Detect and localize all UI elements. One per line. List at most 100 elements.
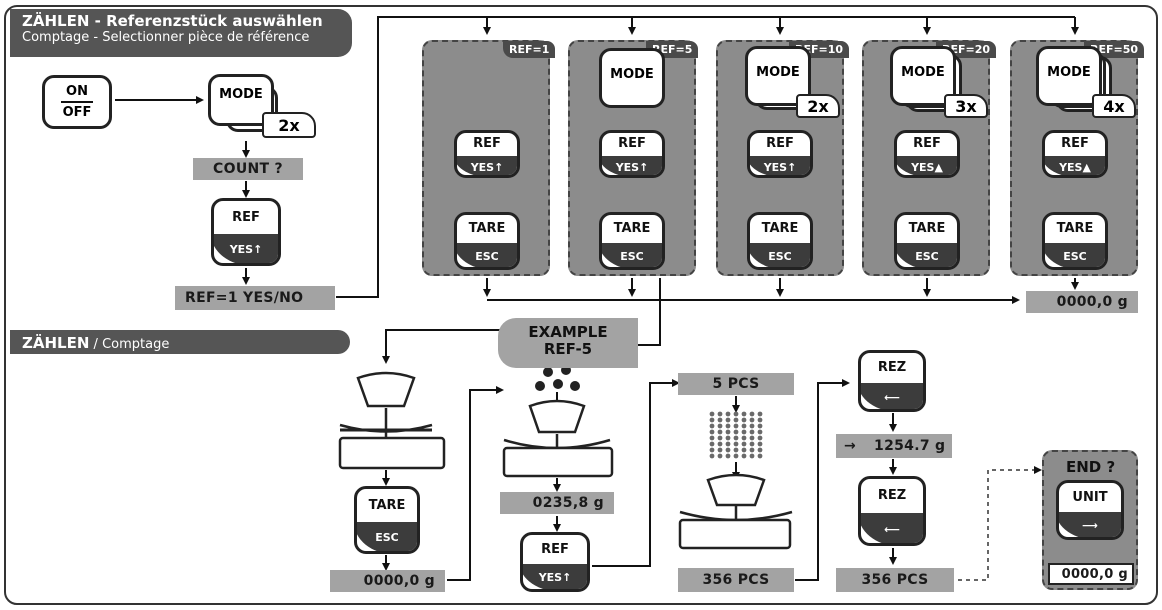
on-off-divider	[61, 101, 93, 103]
ref-key-ref50[interactable]: REF YES▲	[1042, 130, 1108, 178]
header-count-fr: Comptage	[102, 337, 170, 352]
esc-label-ref1: ESC	[457, 242, 517, 267]
piece-dot	[717, 435, 723, 441]
piece-dot	[741, 411, 747, 417]
tare-label-bottom: TARE	[368, 497, 406, 513]
piece-dot	[725, 435, 731, 441]
arrow-dotted-end	[958, 466, 1042, 581]
example-line1: EXAMPLE	[528, 323, 608, 341]
yes-label-left: YES↑	[214, 233, 278, 263]
rez-arrow-2: ⟵	[861, 512, 923, 543]
piece-dot	[725, 411, 731, 417]
tare-key-ref10[interactable]: TARE ESC	[747, 212, 813, 270]
on-label: ON	[66, 84, 88, 99]
piece-dot	[741, 441, 747, 447]
multiplier-badge-ref10: 2x	[796, 94, 840, 118]
piece-dot	[733, 417, 739, 423]
display-356pcs-b: 356 PCS	[836, 568, 954, 592]
piece-dot	[757, 411, 763, 417]
tare-label-ref10: TARE	[761, 221, 799, 237]
example-line2: REF-5	[543, 340, 593, 358]
display-ref1-yesno: REF=1 YES/NO	[175, 286, 335, 310]
rez-label-1: REZ	[877, 360, 907, 376]
rez-arrow-1: ⟵	[861, 382, 923, 409]
header-select: ZÄHLEN - Referenzstück auswählen Comptag…	[10, 9, 352, 57]
piece-dot	[725, 441, 731, 447]
piece-dot	[709, 423, 715, 429]
piece-dot	[733, 453, 739, 459]
display-zero-bottom: 0000,0 g	[330, 570, 445, 592]
mode-label-ref10: MODE	[756, 65, 800, 80]
piece-dot	[717, 423, 723, 429]
piece-dot	[717, 417, 723, 423]
on-off-key[interactable]: ON OFF	[42, 75, 112, 129]
yes-label-ref50: YES▲	[1045, 156, 1105, 175]
ref-label-ref1: REF	[473, 136, 501, 152]
tare-key-bottom[interactable]: TARE ESC	[354, 486, 420, 554]
piece-dot	[749, 447, 755, 453]
piece-dot	[717, 429, 723, 435]
yes-label-ref10: YES↑	[750, 156, 810, 175]
mode-key-ref50[interactable]: MODE	[1036, 46, 1102, 106]
outer-frame	[4, 5, 1158, 605]
ref-tag-1: REF=1	[503, 41, 556, 58]
esc-label-bottom: ESC	[357, 521, 417, 551]
piece-dot	[757, 447, 763, 453]
esc-label-ref10: ESC	[750, 242, 810, 267]
ref-key-left-label: REF	[232, 209, 260, 225]
display-rez-value: 1254.7 g	[874, 438, 946, 454]
ref-label-ref50: REF	[1061, 136, 1089, 152]
multiplier-badge-ref20: 3x	[944, 94, 988, 118]
tare-key-ref20[interactable]: TARE ESC	[894, 212, 960, 270]
display-rez-arrow: →	[844, 438, 857, 454]
piece-dot	[709, 435, 715, 441]
display-rez-weight: → 1254.7 g	[836, 434, 952, 458]
scale-icon-2	[502, 365, 614, 478]
piece-dot	[741, 447, 747, 453]
piece-dot	[757, 453, 763, 459]
tare-label-ref1: TARE	[468, 221, 506, 237]
display-zero-top: 0000,0 g	[1026, 291, 1138, 313]
ref-key-left[interactable]: REF YES↑	[211, 198, 281, 266]
ref-label-ref5: REF	[618, 136, 646, 152]
piece-dot	[757, 423, 763, 429]
piece-dot	[733, 435, 739, 441]
header-select-fr: Comptage - Selectionner pièce de référen…	[22, 30, 310, 45]
piece-dot	[733, 429, 739, 435]
piece-dot	[717, 447, 723, 453]
end-label: END ?	[1066, 458, 1116, 476]
piece-dot	[749, 411, 755, 417]
header-count-sep: /	[89, 337, 103, 352]
ref-key-ref10[interactable]: REF YES↑	[747, 130, 813, 178]
esc-label-ref50: ESC	[1045, 242, 1105, 267]
tare-label-ref5: TARE	[613, 221, 651, 237]
tare-key-ref1[interactable]: TARE ESC	[454, 212, 520, 270]
piece-dot	[741, 435, 747, 441]
tare-label-ref20: TARE	[908, 221, 946, 237]
piece-dot	[757, 435, 763, 441]
display-end-zero: 0000,0 g	[1048, 563, 1134, 585]
piece-dot	[725, 423, 731, 429]
unit-key[interactable]: UNIT ⟶	[1056, 480, 1124, 540]
yes-label-ref20: YES▲	[897, 156, 957, 175]
example-badge: EXAMPLE REF-5	[498, 318, 638, 368]
display-count: COUNT ?	[193, 158, 303, 180]
unit-arrow: ⟶	[1059, 511, 1121, 537]
ref-label-ref10: REF	[766, 136, 794, 152]
rez-key-2[interactable]: REZ⟵	[858, 476, 926, 546]
display-5pcs: 5 PCS	[678, 373, 794, 395]
piece-dot	[741, 453, 747, 459]
piece-dot	[757, 429, 763, 435]
piece-dot	[749, 441, 755, 447]
piece-dot	[749, 453, 755, 459]
esc-label-ref20: ESC	[897, 242, 957, 267]
rez-key-1[interactable]: REZ ⟵	[858, 350, 926, 412]
mode-key-ref5[interactable]: MODE	[599, 48, 665, 108]
unit-label: UNIT	[1072, 489, 1108, 505]
